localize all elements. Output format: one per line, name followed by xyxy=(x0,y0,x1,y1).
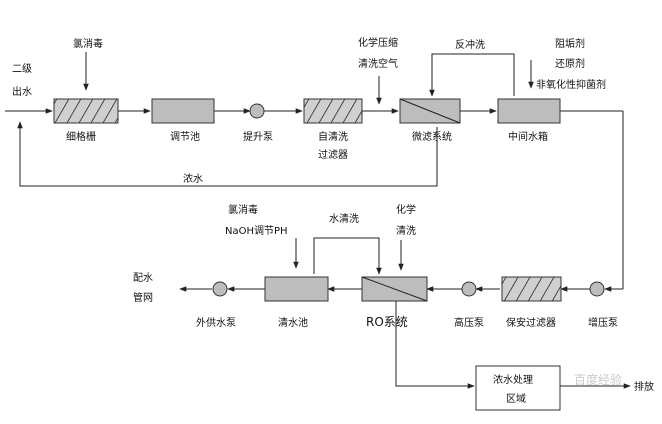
discharge-label: 排放 xyxy=(634,380,654,393)
concentrate-1-label: 浓水 xyxy=(183,173,203,185)
booster-pump-label: 增压泵 xyxy=(588,316,618,329)
clear-tank-unit xyxy=(264,276,329,302)
chlorine-2-label: 氯消毒 xyxy=(228,203,258,216)
chem-air-clean-label-2: 清洗空气 xyxy=(358,57,398,70)
security-filter-label: 保安过滤器 xyxy=(506,316,556,329)
concentrate-zone-label-2: 区域 xyxy=(506,392,526,405)
fine-screen-hatch xyxy=(53,98,119,124)
self-clean-filter-label-2: 过滤器 xyxy=(318,148,348,161)
concentrate-return-line xyxy=(17,121,438,187)
chlorine-1-label: 氯消毒 xyxy=(73,37,103,50)
lift-pump-icon xyxy=(249,103,265,119)
scale-inhibitor-label-2: 还原剂 xyxy=(555,57,585,70)
ro-system-label: RO系统 xyxy=(366,315,408,329)
secondary-effluent-label-1: 二级 xyxy=(12,63,32,75)
distribution-label-2: 管网 xyxy=(133,291,153,304)
backwash-loop xyxy=(429,53,515,97)
security-filter-hatch xyxy=(501,276,562,302)
equalization-tank-unit xyxy=(151,98,215,124)
distribution-label-1: 配水 xyxy=(133,272,153,284)
chem-wash-label-2: 清洗 xyxy=(396,224,416,237)
microfilter-label: 微滤系统 xyxy=(412,130,452,143)
water-wash-loop xyxy=(313,237,382,275)
hp-pump-icon xyxy=(461,281,477,297)
fine-screen-label: 细格栅 xyxy=(66,130,96,143)
supply-pump-icon xyxy=(212,281,228,297)
naoh-ph-label: NaOH调节PH xyxy=(225,225,288,237)
concentrate-zone-label-1: 浓水处理 xyxy=(493,374,533,386)
clear-tank-label: 清水池 xyxy=(278,316,308,329)
concentrate-zone-box xyxy=(475,365,561,411)
scale-inhibitor-label-1: 阻垢剂 xyxy=(555,37,585,50)
microfilter-membrane xyxy=(399,98,461,124)
supply-pump-label: 外供水泵 xyxy=(196,316,236,329)
hp-pump-label: 高压泵 xyxy=(454,316,484,329)
chem-wash-label-1: 化学 xyxy=(396,203,416,216)
ro-membrane xyxy=(361,276,428,302)
booster-pump-icon xyxy=(589,281,605,297)
backwash-label: 反冲洗 xyxy=(455,38,485,51)
intermediate-tank-label: 中间水箱 xyxy=(508,130,548,143)
equalization-tank-label: 调节池 xyxy=(170,130,200,143)
chem-air-clean-label-1: 化学压缩 xyxy=(358,36,398,49)
self-clean-filter-label-1: 自清洗 xyxy=(318,130,348,143)
scale-inhibitor-label-3: 非氧化性抑菌剂 xyxy=(536,78,606,91)
lift-pump-label: 提升泵 xyxy=(243,131,273,143)
self-clean-filter-hatch xyxy=(303,98,363,124)
concentrate-out-line xyxy=(395,301,475,389)
secondary-effluent-label-2: 出水 xyxy=(12,85,32,98)
intermediate-tank-unit xyxy=(497,98,561,124)
watermark-text: 百度经验 xyxy=(574,372,622,387)
water-wash-label: 水清洗 xyxy=(329,212,359,225)
